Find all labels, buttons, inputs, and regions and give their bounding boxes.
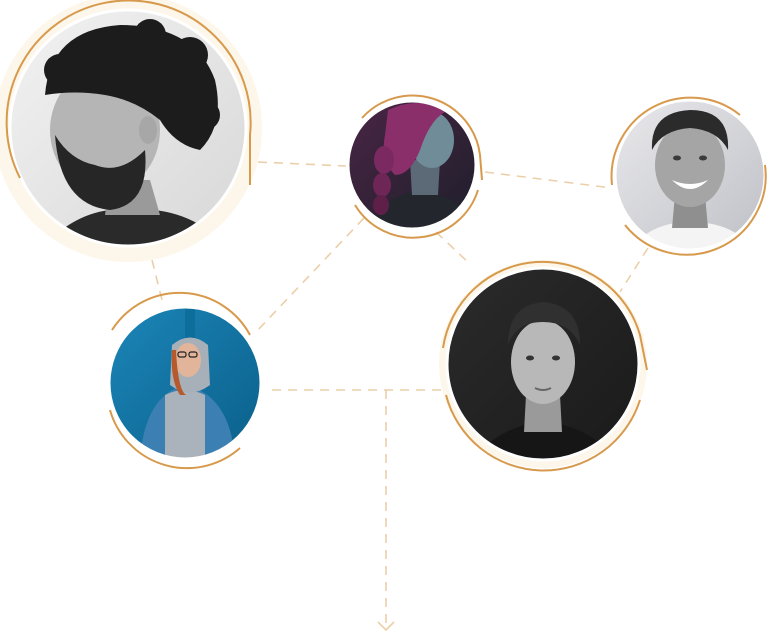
connector-2-5 <box>435 231 471 265</box>
avatar-smiling-man[interactable] <box>610 96 767 256</box>
avatar-woman-portrait-dark[interactable] <box>439 260 648 472</box>
connector-1-4 <box>151 259 163 301</box>
accent-ring <box>111 291 251 336</box>
connectors <box>151 161 649 632</box>
arrow-down-icon <box>377 621 395 632</box>
accent-ring <box>361 94 483 181</box>
connector-2-3 <box>484 171 613 189</box>
accent-ring <box>5 0 252 185</box>
accent-ring <box>610 96 741 186</box>
avatar-woman-profile-neon[interactable] <box>346 94 483 239</box>
connector-2-4 <box>255 217 365 333</box>
avatar-bearded-man-profile[interactable] <box>0 0 262 262</box>
connector-3-5 <box>619 247 649 293</box>
connector-1-2 <box>257 161 347 167</box>
accent-ring <box>442 260 648 371</box>
avatar-woman-blue-hoodie[interactable] <box>107 291 263 470</box>
